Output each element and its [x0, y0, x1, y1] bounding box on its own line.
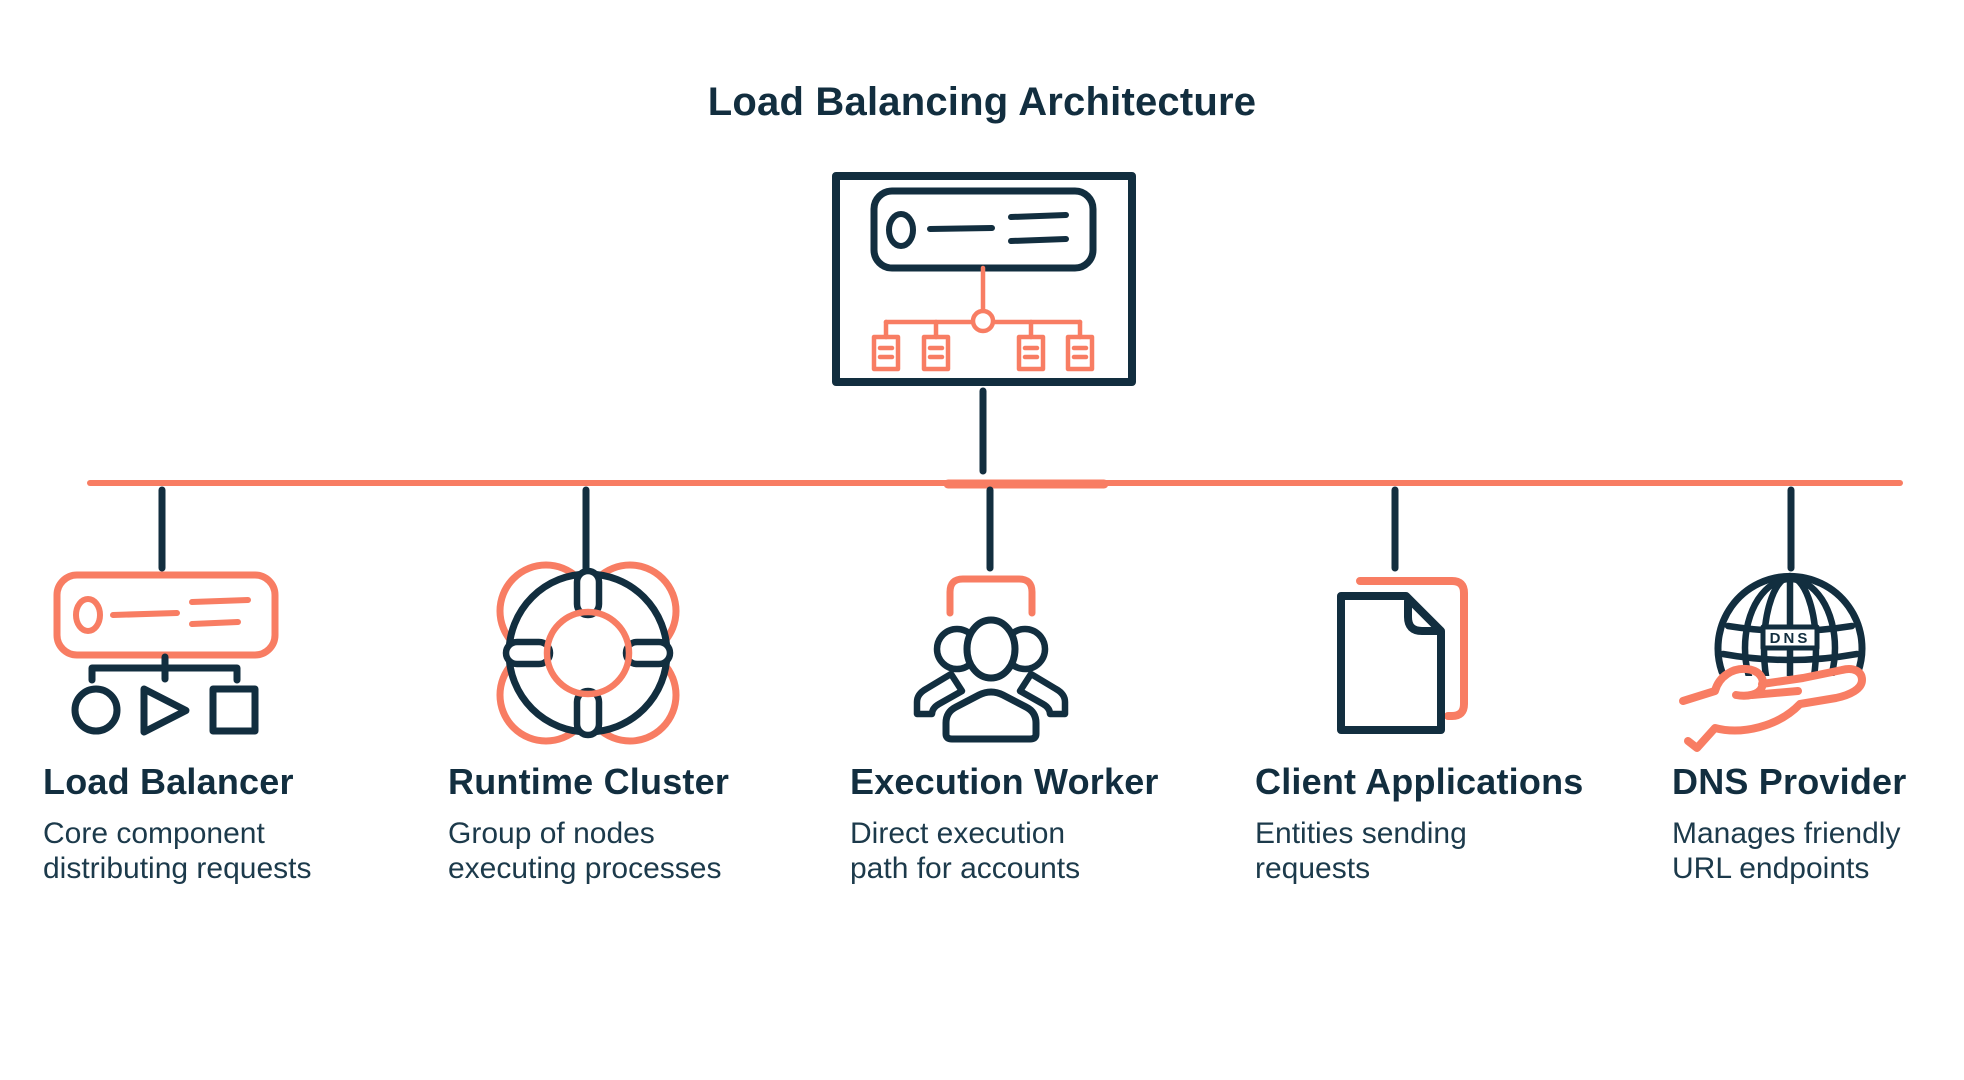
hand-icon — [1679, 664, 1866, 752]
component-heading: Execution Worker — [850, 761, 1159, 802]
triangle-shape — [140, 685, 190, 736]
server-icon — [870, 187, 1097, 272]
component-heading: Client Applications — [1255, 761, 1584, 802]
documents-icon — [1337, 577, 1468, 734]
server-routing-shapes-icon — [53, 571, 279, 736]
page-title: Load Balancing Architecture — [707, 80, 1257, 124]
lifebuoy-icon — [496, 561, 680, 745]
component-heading: DNS Provider — [1672, 761, 1907, 802]
bracket-icon — [946, 575, 1036, 617]
component-heading: Load Balancer — [43, 761, 294, 802]
circle-shape — [71, 685, 121, 735]
people-group-icon — [913, 575, 1069, 743]
architecture-overview-icon — [832, 172, 1136, 386]
component-heading: Runtime Cluster — [448, 761, 730, 802]
square-shape — [209, 685, 259, 735]
globe-in-hand-icon: DNS — [1679, 572, 1866, 752]
branch-connector-lines — [158, 486, 1795, 572]
dns-badge — [1760, 624, 1820, 651]
front-document — [1337, 592, 1445, 734]
folded-corner — [1404, 597, 1441, 635]
distribution-tree-icon — [871, 265, 1095, 372]
dns-badge-label: DNS — [1770, 630, 1811, 647]
back-document-outline — [1356, 577, 1468, 720]
